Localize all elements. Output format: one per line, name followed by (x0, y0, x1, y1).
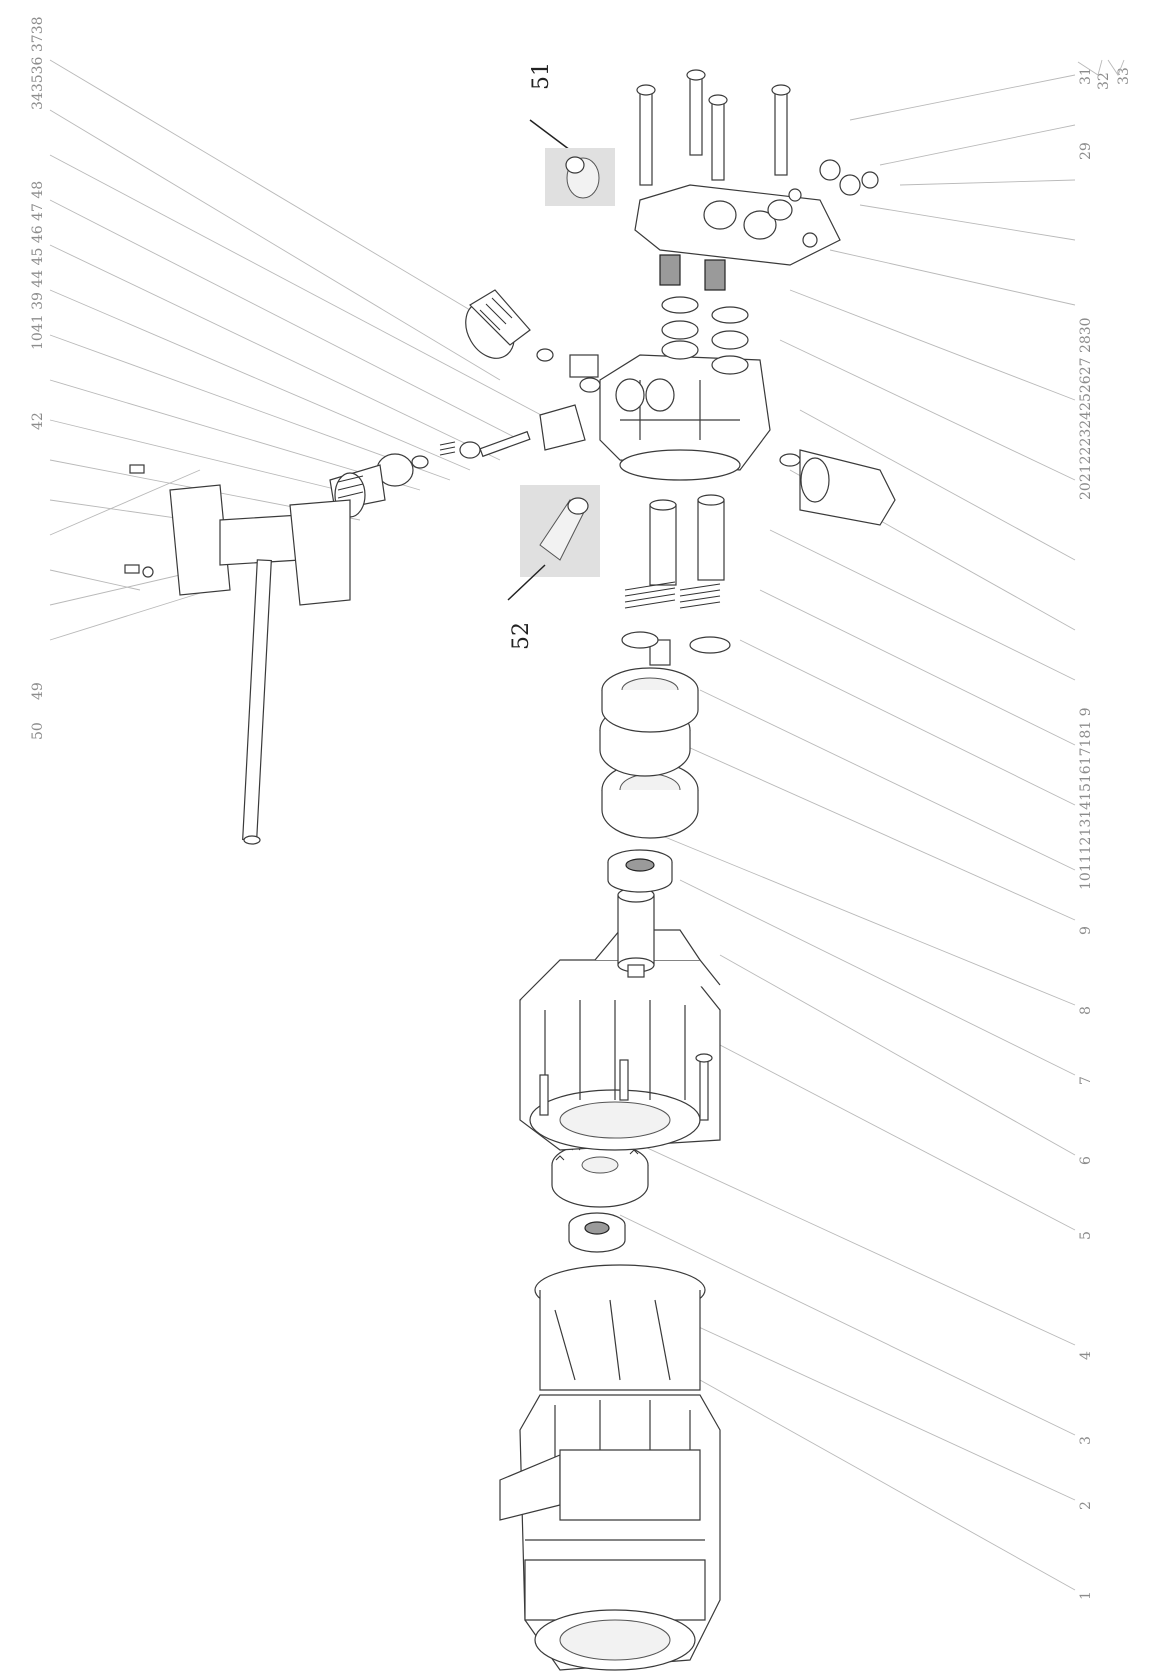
callout-6: 6 (1078, 1156, 1094, 1165)
callout-42: 42 (30, 412, 46, 430)
callout-2: 2 (1078, 1501, 1094, 1510)
callout-29: 29 (1078, 142, 1094, 160)
leader-lines-right (619, 74, 1076, 1591)
seal-set (659, 254, 749, 375)
shaft-7 (617, 887, 655, 978)
bearing-3 (568, 1212, 626, 1253)
callout-5: 5 (1078, 1231, 1094, 1240)
motor-housing (499, 1394, 721, 1671)
leader-lines-left (49, 59, 561, 641)
cylinder-head (599, 354, 771, 481)
piston-assembly (621, 494, 731, 654)
callout-34-38: 343536 3738 (30, 16, 46, 110)
screws-5 (539, 1053, 713, 1121)
callout-33: 33 (1116, 67, 1132, 85)
callout-4: 4 (1078, 1351, 1094, 1360)
callout-32: 32 (1096, 72, 1112, 90)
callout-49: 49 (30, 682, 46, 700)
inset-51: 51 (529, 62, 615, 206)
callout-3: 3 (1078, 1436, 1094, 1445)
callout-31: 31 (1078, 67, 1094, 85)
end-shield (534, 1264, 706, 1391)
callout-8: 8 (1078, 1006, 1094, 1015)
inset-52: 52 (507, 485, 600, 650)
unloader-assembly (411, 289, 601, 469)
callout-20-30: 2021222324252627 2830 (1078, 317, 1094, 500)
outlet-fitting (779, 449, 896, 526)
inset-label-51: 51 (529, 62, 554, 90)
bearing-8 (607, 849, 673, 893)
callout-39-48: 1041 39 44 45 46 47 48 (30, 181, 46, 350)
wobble-plate-assembly (599, 639, 699, 839)
callout-9: 9 (1078, 926, 1094, 935)
callout-10-19: 1011121314151617181 9 (1078, 707, 1094, 890)
inset-label-52: 52 (509, 622, 534, 650)
callout-1: 1 (1078, 1591, 1094, 1600)
callouts-left: 343536 3738 1041 39 44 45 46 47 48 42 49… (30, 16, 46, 740)
callout-50: 50 (30, 722, 46, 740)
callouts-right: 1 2 3 4 5 6 7 8 9 1011121314151617181 9 … (1077, 59, 1132, 1600)
frame-and-lance (124, 464, 351, 845)
gear-4 (551, 1141, 649, 1208)
callout-7: 7 (1078, 1076, 1094, 1085)
manifold (634, 69, 879, 266)
